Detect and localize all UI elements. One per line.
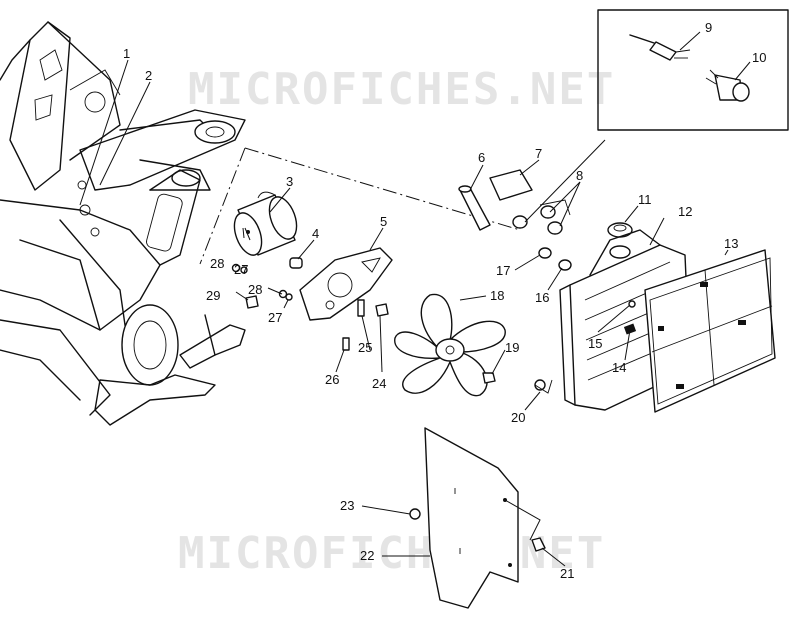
callout-labels: 1 2 3 4 5 6 7 8 9 10 11 12 13 14 15 16 1… bbox=[123, 20, 766, 581]
part-22-side-panel bbox=[424, 427, 541, 609]
callout-15: 15 bbox=[588, 336, 602, 351]
callout-8: 8 bbox=[576, 168, 583, 183]
part-29-nut bbox=[245, 295, 259, 309]
callout-11: 11 bbox=[638, 192, 652, 207]
callout-17: 17 bbox=[496, 263, 510, 278]
part-4-spacer bbox=[289, 257, 303, 269]
part-19-nut bbox=[482, 372, 496, 384]
callout-5: 5 bbox=[380, 214, 387, 229]
callout-6: 6 bbox=[478, 150, 485, 165]
part-28-nuts bbox=[231, 263, 288, 299]
part-7-hose bbox=[489, 169, 533, 201]
part-5-mount-plate bbox=[299, 247, 393, 321]
part-26-screw bbox=[342, 337, 350, 351]
part-27-washers bbox=[240, 266, 293, 301]
callout-21: 21 bbox=[560, 566, 574, 581]
callout-16: 16 bbox=[535, 290, 549, 305]
leader-lines bbox=[79, 31, 751, 567]
part-24-bushing bbox=[375, 303, 389, 317]
callout-4: 4 bbox=[312, 226, 319, 241]
callout-9: 9 bbox=[705, 20, 712, 35]
callout-18: 18 bbox=[490, 288, 504, 303]
callout-22: 22 bbox=[360, 548, 374, 563]
callout-20: 20 bbox=[511, 410, 525, 425]
callout-23: 23 bbox=[340, 498, 354, 513]
callout-13: 13 bbox=[724, 236, 738, 251]
inset-detail-box bbox=[597, 9, 789, 131]
callout-27-b: 27 bbox=[268, 310, 282, 325]
callout-28-a: 28 bbox=[210, 256, 224, 271]
callout-25: 25 bbox=[358, 340, 372, 355]
centerline-left bbox=[199, 147, 246, 265]
callout-14: 14 bbox=[612, 360, 626, 375]
callout-28-b: 28 bbox=[248, 282, 262, 297]
vehicle-frame bbox=[0, 21, 246, 426]
callout-3: 3 bbox=[286, 174, 293, 189]
part-20-sensor bbox=[534, 379, 553, 394]
callout-10: 10 bbox=[752, 50, 766, 65]
part-11-radiator-cap bbox=[607, 222, 633, 238]
part-16-fitting bbox=[558, 259, 572, 271]
part-18-fan-blade bbox=[394, 293, 506, 397]
part-23-grommet bbox=[409, 508, 421, 520]
part-3-fan-motor bbox=[233, 191, 298, 256]
part-6-hose bbox=[458, 185, 491, 231]
part-8-clamps bbox=[512, 199, 571, 235]
callout-2: 2 bbox=[145, 68, 152, 83]
callout-24: 24 bbox=[372, 376, 386, 391]
part-25-bolt bbox=[357, 299, 365, 317]
callout-29: 29 bbox=[206, 288, 220, 303]
callout-12: 12 bbox=[678, 204, 692, 219]
watermark-top: MICROFICHES.NET bbox=[188, 64, 615, 115]
callout-1: 1 bbox=[123, 46, 130, 61]
callout-19: 19 bbox=[505, 340, 519, 355]
part-17-fitting bbox=[538, 247, 552, 259]
part-21-clip bbox=[531, 537, 546, 552]
part-13-screen bbox=[644, 249, 776, 413]
watermark-bottom: MICROFICHES.NET bbox=[178, 528, 605, 579]
part-9-wire-connector bbox=[629, 34, 691, 61]
callout-26: 26 bbox=[325, 372, 339, 387]
callout-27-a: 27 bbox=[234, 262, 248, 277]
callout-7: 7 bbox=[535, 146, 542, 161]
part-10-switch bbox=[705, 69, 750, 102]
